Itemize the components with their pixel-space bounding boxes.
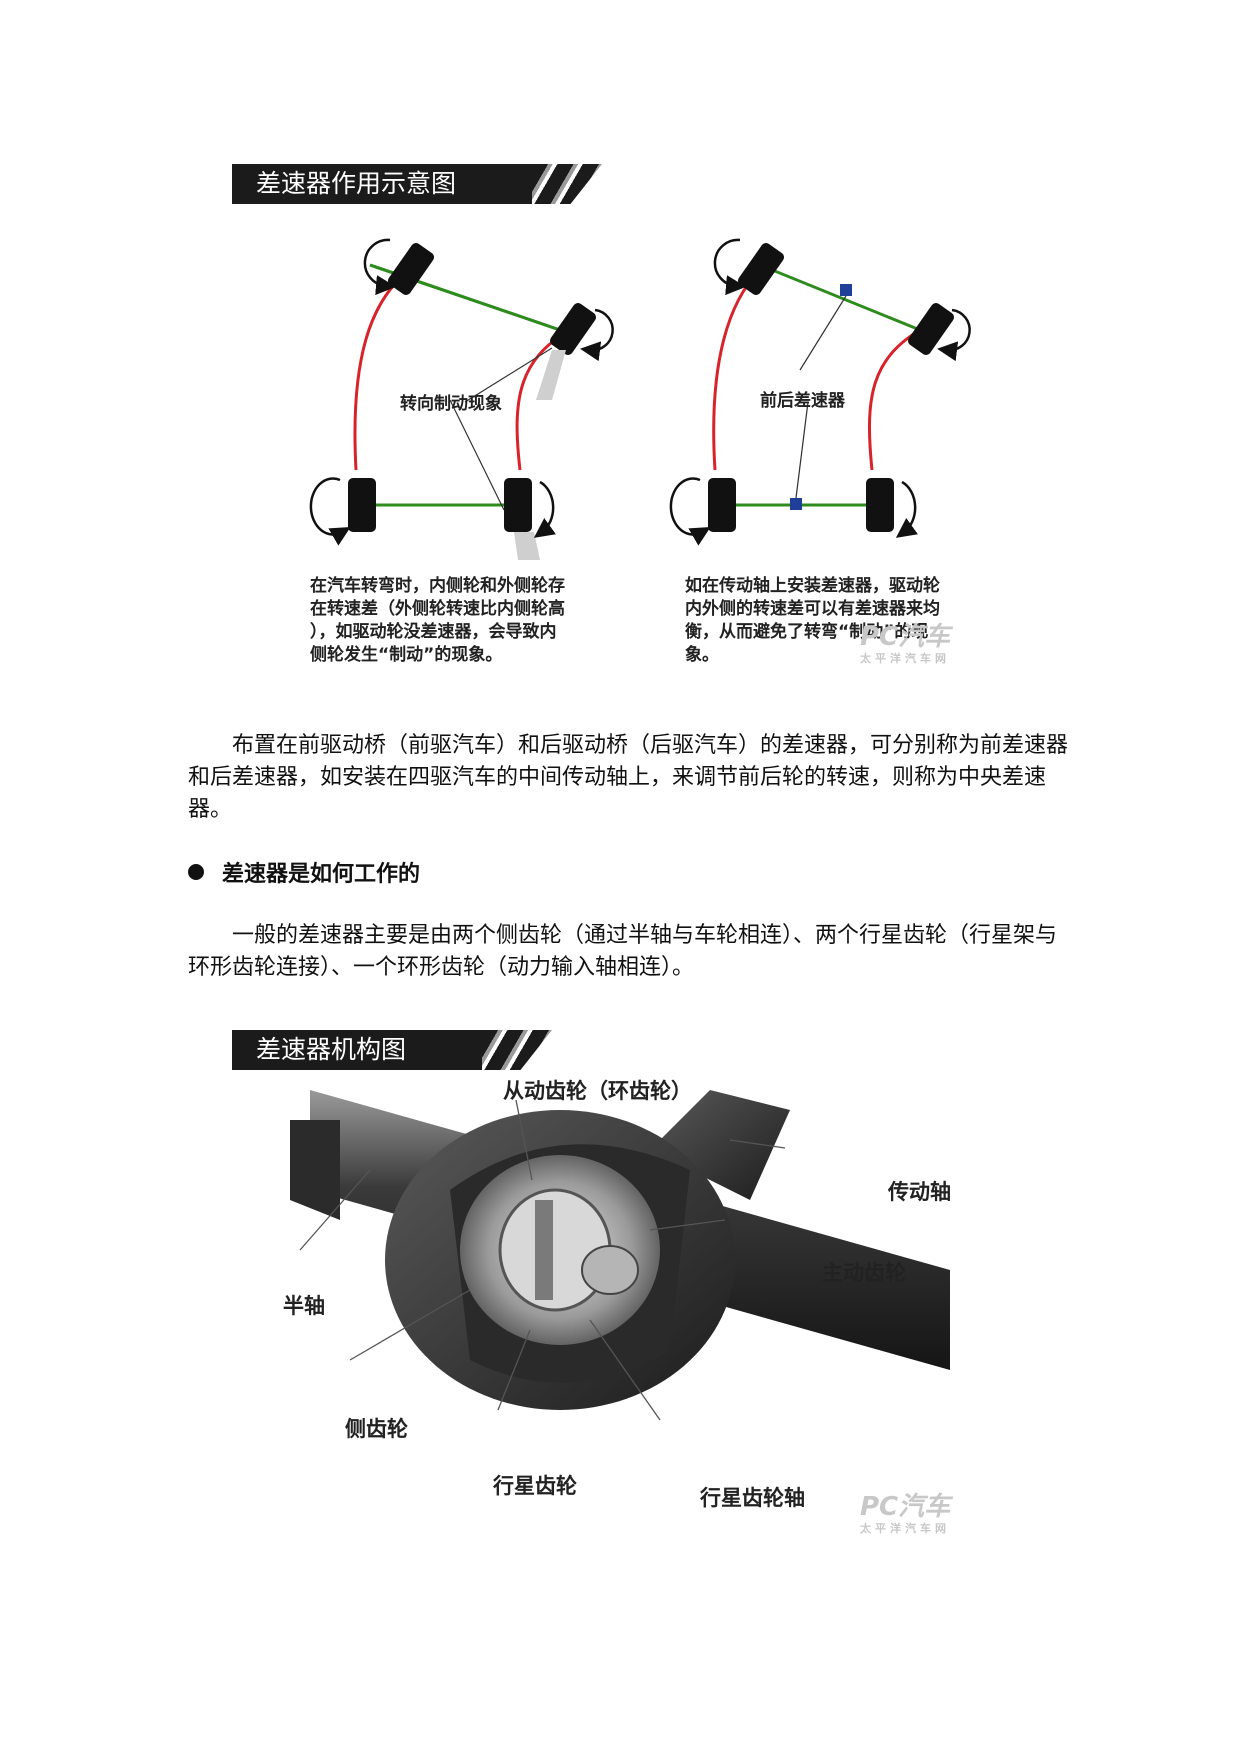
watermark-logo: PC汽车 太平洋汽车网	[860, 1492, 951, 1535]
right-front-axle	[759, 263, 921, 332]
paragraph-2: 一般的差速器主要是由两个侧齿轮（通过半轴与车轮相连）、两个行星齿轮（行星架与环形…	[188, 923, 1058, 980]
rotation-arrow-icon	[937, 308, 971, 362]
left-vehicle-diagram: 转向制动现象	[309, 238, 614, 560]
right-vehicle-diagram: 前后差速器	[669, 238, 971, 546]
banner-stripes	[482, 1030, 552, 1070]
figure1-diagram: 转向制动现象 前后差速器	[309, 238, 971, 560]
rotation-arrow-icon	[895, 480, 918, 538]
left-callout-label: 转向制动现象	[400, 393, 502, 414]
right-outer-path	[712, 268, 762, 471]
figure1-banner: 差速器作用示意图	[232, 164, 602, 204]
right-inner-path	[867, 328, 921, 471]
rotation-arrow-icon	[713, 238, 746, 296]
label-planet-gear: 行星齿轮	[493, 1474, 577, 1498]
rotation-arrow-icon	[580, 308, 614, 362]
figure2-title: 差速器机构图	[256, 1035, 407, 1064]
left-caption: 在汽车转弯时，内侧轮和外侧轮存 在转速差（外侧轮转速比内侧轮高 ），如驱动轮没差…	[310, 576, 565, 665]
rotation-arrow-icon	[309, 477, 351, 546]
left-callout-line	[449, 399, 505, 511]
section-heading: 差速器是如何工作的	[188, 856, 420, 888]
left-outer-path	[353, 268, 411, 471]
left-rear-right-wheel	[504, 478, 532, 532]
right-rear-right-wheel	[866, 478, 894, 532]
rear-differential	[790, 498, 802, 510]
right-front-right-wheel	[907, 303, 955, 355]
rotation-arrow-icon	[669, 477, 711, 546]
drive-shaft-housing	[650, 1090, 790, 1200]
pinion-gear	[581, 1245, 639, 1295]
right-rear-left-wheel	[708, 478, 736, 532]
left-front-left-wheel	[387, 243, 435, 295]
left-brake-trail	[514, 532, 540, 560]
bullet-icon	[188, 864, 204, 880]
right-front-left-wheel	[737, 243, 785, 295]
figure2-banner: 差速器机构图	[232, 1030, 552, 1070]
paragraph-1: 布置在前驱动桥（前驱汽车）和后驱动桥（后驱汽车）的差速器，可分别称为前差速器和后…	[188, 733, 1069, 822]
label-half-shaft: 半轴	[283, 1294, 325, 1318]
planet-gear-shaft	[535, 1200, 553, 1300]
left-front-right-wheel	[549, 303, 597, 355]
watermark-logo: PC汽车 太平洋汽车网	[860, 622, 951, 665]
right-callout-label: 前后差速器	[760, 390, 846, 411]
label-planet-shaft: 行星齿轮轴	[700, 1486, 805, 1510]
banner-stripes	[532, 164, 602, 204]
label-pinion-gear: 主动齿轮	[822, 1261, 906, 1285]
differential-illustration	[290, 1090, 950, 1421]
front-differential	[840, 284, 852, 296]
watermark-sub: 太平洋汽车网	[860, 1522, 950, 1535]
right-caption: 如在传动轴上安装差速器，驱动轮 内外侧的转速差可以有差速器来均 衡，从而避免了转…	[685, 576, 940, 665]
label-drive-shaft: 传动轴	[888, 1180, 951, 1204]
label-ring-gear: 从动齿轮（环齿轮）	[503, 1079, 692, 1103]
left-rear-left-wheel	[348, 478, 376, 532]
watermark-sub: 太平洋汽车网	[860, 652, 950, 665]
rotation-arrow-icon	[533, 480, 556, 538]
rotation-arrow-icon	[363, 238, 396, 296]
label-side-gear: 侧齿轮	[345, 1417, 408, 1441]
figure1-title: 差速器作用示意图	[256, 169, 457, 198]
